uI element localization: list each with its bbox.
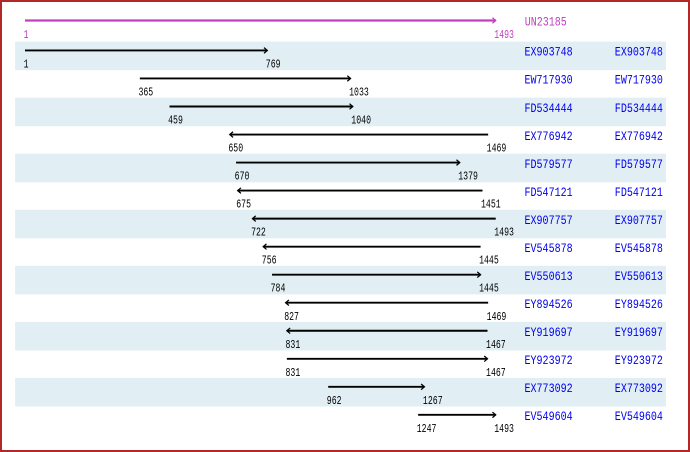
- svg-text:EX773092: EX773092: [525, 382, 573, 396]
- svg-text:EV545878: EV545878: [615, 242, 663, 256]
- svg-text:1467: 1467: [486, 339, 506, 352]
- svg-text:EW717930: EW717930: [525, 74, 573, 88]
- svg-text:FD534444: FD534444: [525, 102, 573, 116]
- svg-text:EV550613: EV550613: [525, 270, 573, 284]
- svg-text:EY919697: EY919697: [525, 326, 573, 340]
- svg-text:769: 769: [266, 59, 281, 72]
- svg-text:1379: 1379: [458, 171, 478, 184]
- svg-text:827: 827: [284, 311, 299, 324]
- svg-text:459: 459: [168, 115, 183, 128]
- svg-text:EV549604: EV549604: [525, 410, 573, 424]
- svg-text:EW717930: EW717930: [615, 74, 663, 88]
- svg-text:784: 784: [271, 283, 286, 296]
- svg-text:EX776942: EX776942: [525, 130, 573, 144]
- svg-text:675: 675: [236, 199, 251, 212]
- svg-text:EX903748: EX903748: [525, 46, 573, 60]
- svg-text:FD579577: FD579577: [525, 158, 573, 172]
- svg-text:1467: 1467: [486, 367, 506, 380]
- svg-text:962: 962: [327, 395, 342, 408]
- svg-text:1493: 1493: [494, 227, 514, 240]
- svg-text:1451: 1451: [481, 199, 501, 212]
- svg-text:EX903748: EX903748: [615, 46, 663, 60]
- svg-text:EY919697: EY919697: [615, 326, 663, 340]
- svg-text:EX907757: EX907757: [615, 214, 663, 228]
- svg-text:1493: 1493: [494, 423, 514, 436]
- svg-text:EX776942: EX776942: [615, 130, 663, 144]
- svg-text:1445: 1445: [479, 283, 499, 296]
- svg-text:1469: 1469: [487, 143, 507, 156]
- svg-text:EY894526: EY894526: [525, 298, 573, 312]
- svg-text:831: 831: [285, 367, 300, 380]
- svg-text:EV550613: EV550613: [615, 270, 663, 284]
- svg-text:650: 650: [228, 143, 243, 156]
- svg-text:EY894526: EY894526: [615, 298, 663, 312]
- svg-text:1445: 1445: [479, 255, 499, 268]
- svg-text:FD547121: FD547121: [525, 186, 573, 200]
- svg-text:1: 1: [24, 59, 29, 72]
- svg-text:FD579577: FD579577: [615, 158, 663, 172]
- svg-text:1493: 1493: [494, 29, 514, 42]
- svg-text:365: 365: [138, 87, 153, 100]
- svg-text:1247: 1247: [417, 423, 437, 436]
- svg-text:1: 1: [24, 29, 29, 42]
- svg-text:722: 722: [251, 227, 266, 240]
- svg-text:EV545878: EV545878: [525, 242, 573, 256]
- svg-text:FD534444: FD534444: [615, 102, 663, 116]
- svg-text:EX773092: EX773092: [615, 382, 663, 396]
- svg-text:EV549604: EV549604: [615, 410, 663, 424]
- svg-text:756: 756: [262, 255, 277, 268]
- svg-text:EY923972: EY923972: [615, 354, 663, 368]
- svg-text:1033: 1033: [349, 87, 369, 100]
- svg-text:670: 670: [235, 171, 250, 184]
- svg-text:1469: 1469: [487, 311, 507, 324]
- svg-text:831: 831: [285, 339, 300, 352]
- svg-text:EY923972: EY923972: [525, 354, 573, 368]
- svg-text:UN23185: UN23185: [525, 16, 567, 30]
- svg-text:1040: 1040: [351, 115, 371, 128]
- svg-text:FD547121: FD547121: [615, 186, 663, 200]
- svg-text:EX907757: EX907757: [525, 214, 573, 228]
- svg-text:1267: 1267: [423, 395, 443, 408]
